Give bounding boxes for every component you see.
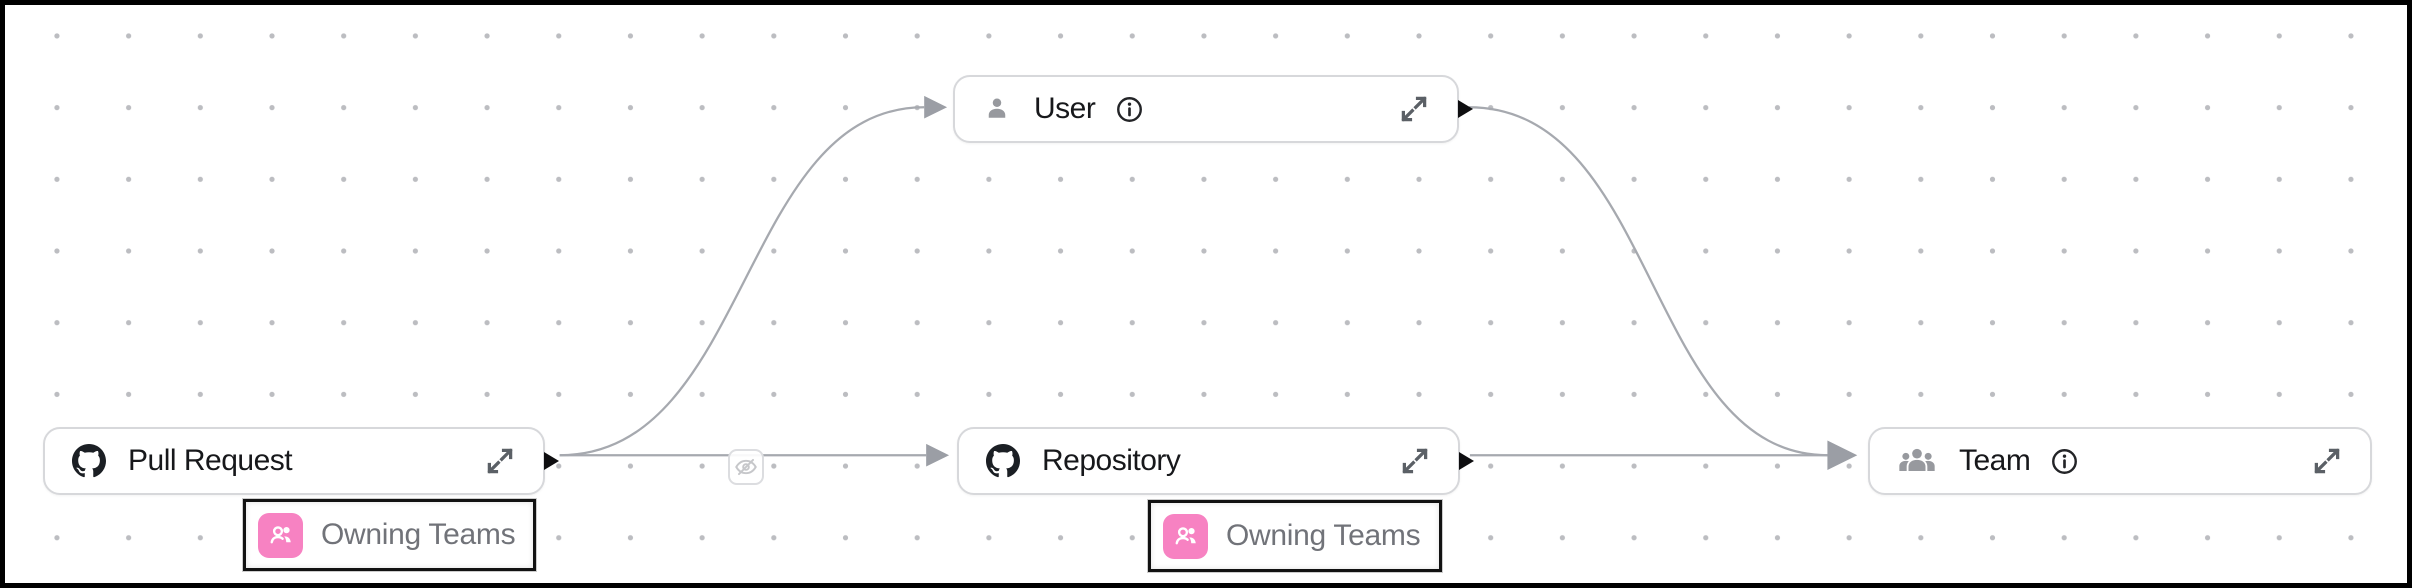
edge-user-team <box>1468 106 1828 457</box>
edge-pullrequest-user <box>559 106 925 457</box>
node-pull-request[interactable]: Pull Request <box>43 427 559 495</box>
expand-icon[interactable] <box>1398 444 1432 478</box>
owning-teams-badge-repository[interactable]: Owning Teams <box>1148 500 1442 572</box>
arrowhead-into-team <box>1827 440 1858 470</box>
arrowhead-into-repository <box>926 443 950 467</box>
node-label: Team <box>1959 444 2031 477</box>
node-label: Repository <box>1042 444 1181 477</box>
owning-teams-icon <box>1163 513 1208 559</box>
graph-canvas[interactable]: Pull Request User <box>5 5 2407 583</box>
node-label: User <box>1034 92 1096 125</box>
arrowhead-into-user <box>924 95 948 119</box>
info-icon[interactable] <box>1115 95 1144 124</box>
expand-icon[interactable] <box>1397 92 1431 126</box>
node-user[interactable]: User <box>953 75 1473 143</box>
node-repository[interactable]: Repository <box>957 427 1474 495</box>
info-icon[interactable] <box>2050 447 2079 476</box>
owning-teams-label: Owning Teams <box>1226 519 1421 552</box>
node-team[interactable]: Team <box>1868 427 2372 495</box>
owning-teams-badge-pull-request[interactable]: Owning Teams <box>243 499 536 571</box>
user-icon <box>982 94 1012 124</box>
team-icon <box>1897 445 1937 477</box>
source-handle[interactable] <box>544 452 559 470</box>
owning-teams-icon <box>258 512 303 558</box>
hidden-edge-chip[interactable] <box>728 449 764 485</box>
owning-teams-label: Owning Teams <box>321 518 516 551</box>
github-icon <box>72 444 106 478</box>
expand-icon[interactable] <box>483 444 517 478</box>
source-handle[interactable] <box>1459 452 1474 470</box>
github-icon <box>986 444 1020 478</box>
source-handle[interactable] <box>1458 100 1473 118</box>
expand-icon[interactable] <box>2310 444 2344 478</box>
eye-off-icon <box>733 454 759 480</box>
node-label: Pull Request <box>128 444 293 477</box>
